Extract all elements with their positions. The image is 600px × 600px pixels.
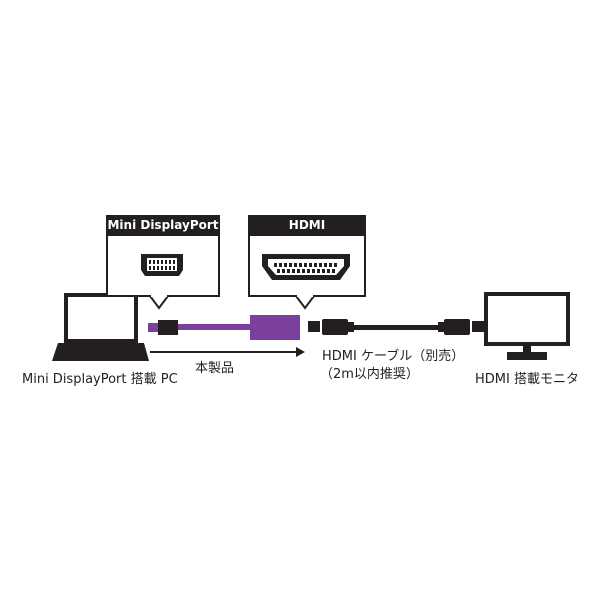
hdmi-callout [248,215,366,310]
pc-label: Mini DisplayPort 搭載 PC [22,372,178,387]
hdmi-callout-title: HDMI [288,218,326,232]
mini-displayport-port-icon [141,254,183,276]
product-arrow [150,347,305,357]
laptop-icon [52,293,149,361]
adapter-product-icon [148,315,300,340]
product-label: 本製品 [195,361,235,376]
hdmi-cable-icon [308,319,484,335]
cable-label: HDMI ケーブル（別売） [322,349,465,364]
mini-displayport-callout-title: Mini DisplayPort [107,218,219,232]
monitor-icon [484,292,570,360]
hdmi-port-icon [262,254,350,280]
mini-displayport-callout [106,215,220,310]
cable-recommendation-label: （2m以内推奨） [320,367,419,382]
monitor-label: HDMI 搭載モニタ [475,372,579,387]
